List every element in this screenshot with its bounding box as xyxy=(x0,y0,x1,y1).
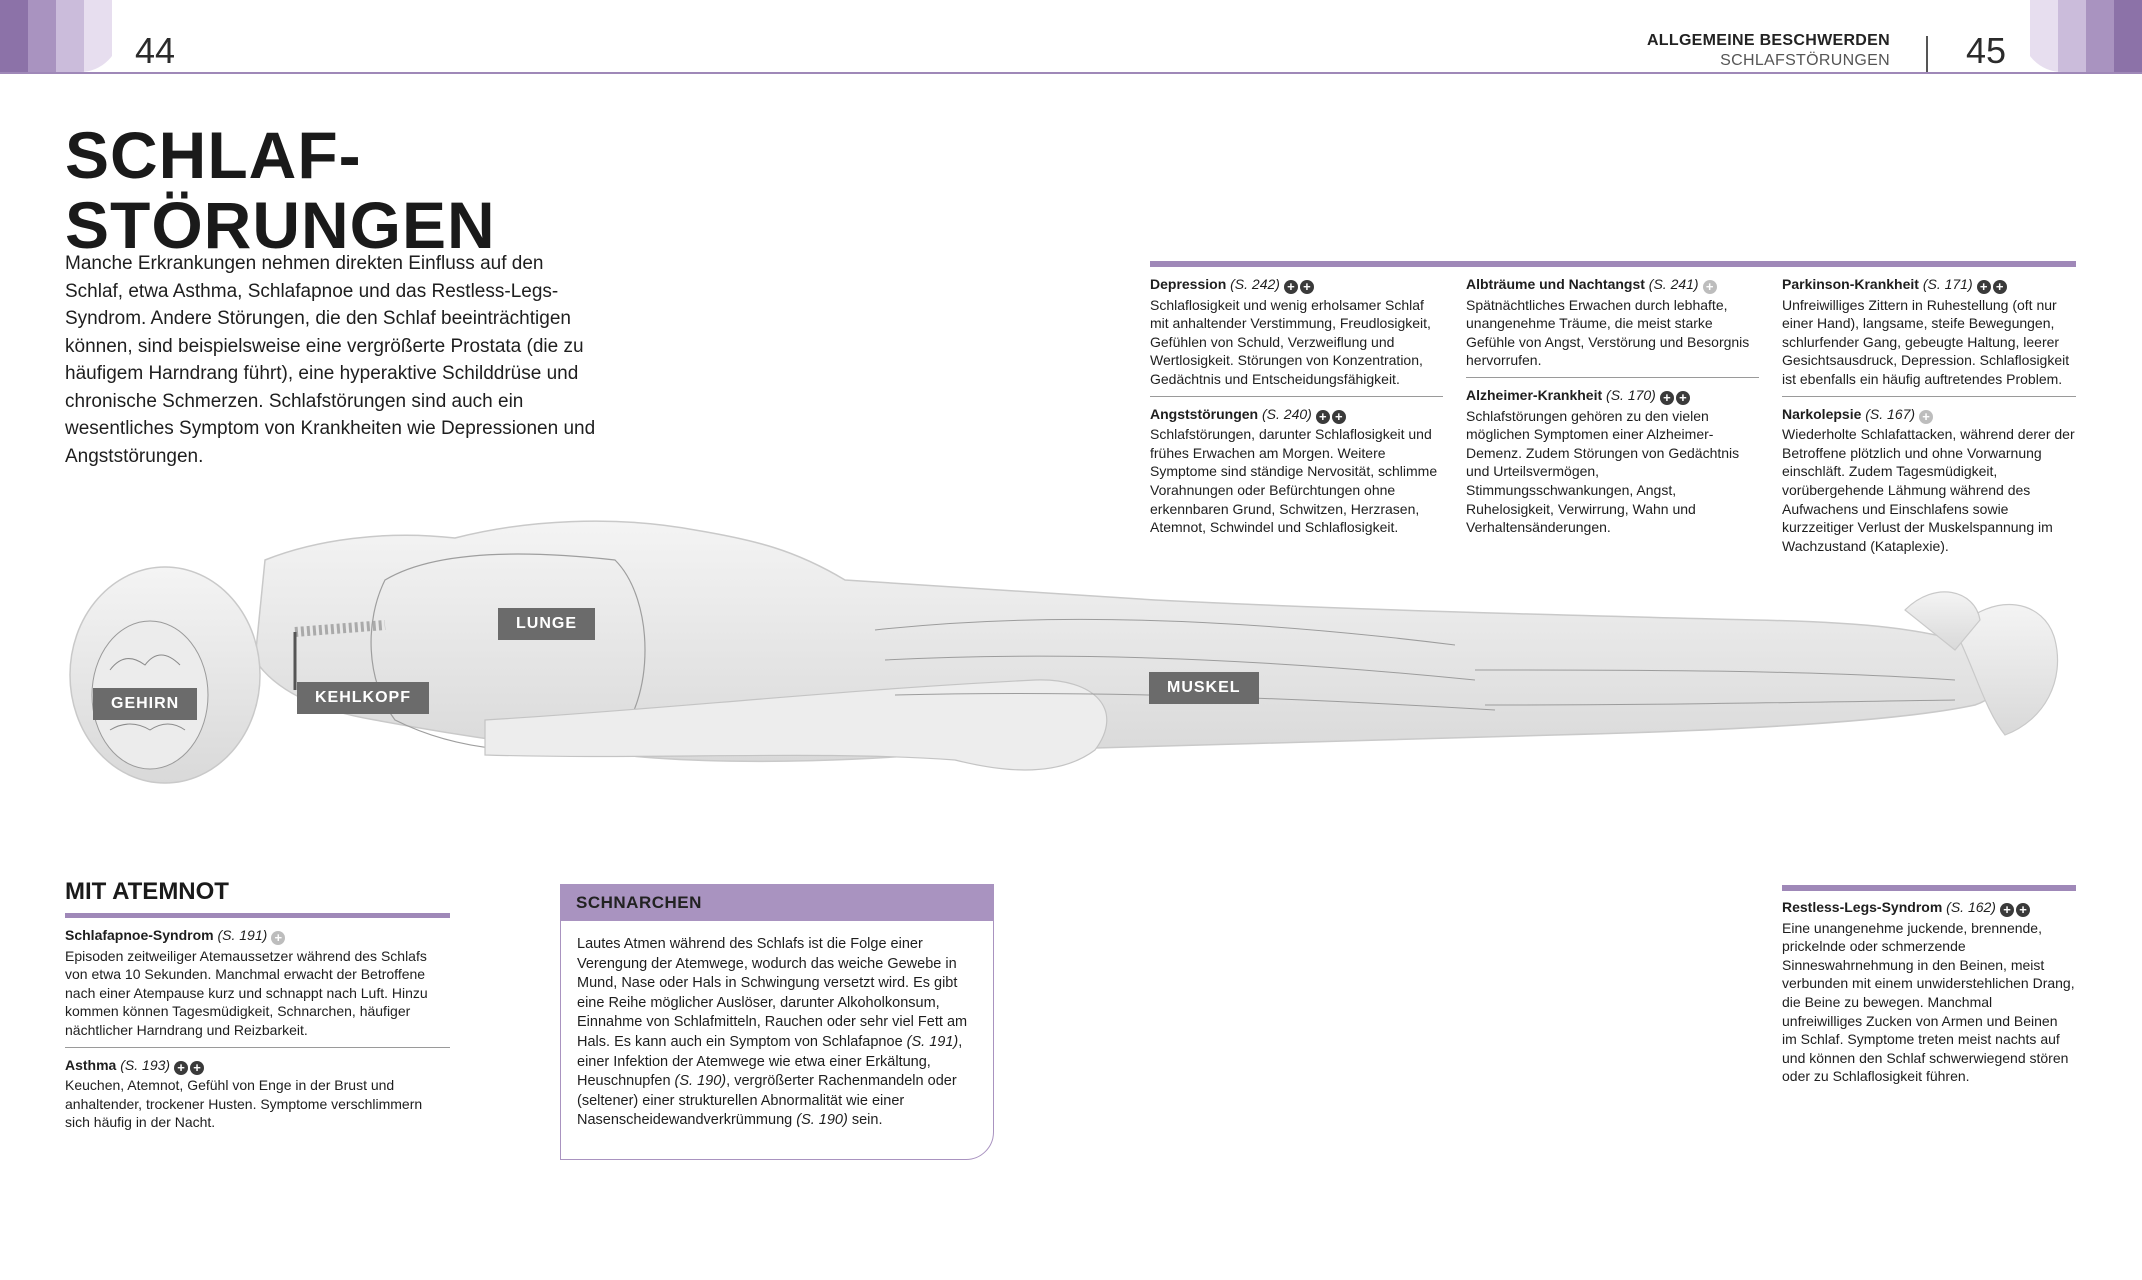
entry-text: Unfreiwilliges Zittern in Ruhestellung (… xyxy=(1782,296,2070,387)
plus-dark-icon: + xyxy=(1675,390,1690,405)
restless-column: Restless-Legs-Syndrom (S. 162)++ Eine un… xyxy=(1782,898,2076,1086)
entry-ref: (S. 191) xyxy=(217,927,268,943)
label-lunge: LUNGE xyxy=(498,608,595,640)
column-1: Depression (S. 242)++ Schlaflosigkeit un… xyxy=(1150,275,1443,537)
conditions-rule xyxy=(1150,261,2076,267)
entry-schlafapnoe: Schlafapnoe-Syndrom (S. 191)+ Episoden z… xyxy=(65,926,450,1040)
entry-name: Asthma xyxy=(65,1056,117,1073)
plus-light-icon: + xyxy=(1702,280,1717,294)
plus-dark-icon: + xyxy=(1315,409,1330,424)
header-rule xyxy=(0,72,2142,74)
plus-dark-icon: + xyxy=(1659,390,1674,405)
entry-ref: (S. 241) xyxy=(1648,276,1699,292)
entry-ref: (S. 170) xyxy=(1606,386,1656,403)
entry-name: Narkolepsie xyxy=(1782,405,1862,422)
entry-name: Depression xyxy=(1150,276,1227,292)
running-subtitle: SCHLAFSTÖRUNGEN xyxy=(1720,52,1890,69)
plus-dark-icon: + xyxy=(1331,409,1346,424)
entry-angststoerungen: Angststörungen (S. 240)++ Schlafstörunge… xyxy=(1150,405,1443,537)
entry-text: Wiederholte Schlafattacken, während dere… xyxy=(1782,426,2075,554)
entry-name: Restless-Legs-Syndrom xyxy=(1782,899,1943,915)
page-number-right: 45 xyxy=(1966,30,2007,71)
schnarchen-box: SCHNARCHEN Lautes Atmen während des Schl… xyxy=(560,884,994,1160)
corner-decoration-left xyxy=(0,0,120,72)
plus-dark-icon: + xyxy=(1976,280,1991,294)
severity-marks: + xyxy=(1702,277,1719,296)
plus-dark-icon: + xyxy=(1992,280,2007,294)
entry-name: Angststörungen xyxy=(1150,405,1259,422)
entry-separator xyxy=(1150,395,1443,397)
column-3: Parkinson-Krankheit (S. 171)++ Unfreiwil… xyxy=(1782,275,2076,555)
plus-dark-icon: + xyxy=(190,1060,205,1075)
entry-text: Keuchen, Atemnot, Gefühl von Enge in der… xyxy=(65,1077,423,1131)
human-body-figure xyxy=(69,520,2059,784)
entry-name: Albträume und Nachtangst xyxy=(1466,276,1645,292)
running-head-separator xyxy=(1926,36,1928,72)
entry-depression: Depression (S. 242)++ Schlaflosigkeit un… xyxy=(1150,275,1443,389)
body-illustration: GEHIRN KEHLKOPF LUNGE MUSKEL xyxy=(55,520,2085,820)
plus-light-icon: + xyxy=(271,931,286,945)
running-head: ALLGEMEINE BESCHWERDEN SCHLAFSTÖRUNGEN xyxy=(1647,32,1890,70)
entry-ref: (S. 167) xyxy=(1865,405,1916,422)
entry-separator xyxy=(65,1046,450,1048)
entry-ref: (S. 242) xyxy=(1230,276,1280,292)
entry-separator xyxy=(1466,376,1759,378)
entry-alzheimer: Alzheimer-Krankheit (S. 170)++ Schlafstö… xyxy=(1466,386,1759,537)
entry-albtraeume: Albträume und Nachtangst (S. 241)+ Spätn… xyxy=(1466,275,1759,370)
corner-decoration-right xyxy=(2022,0,2142,72)
plus-dark-icon: + xyxy=(174,1060,189,1075)
severity-marks: + xyxy=(1919,407,1935,426)
entry-ref: (S. 171) xyxy=(1922,276,1973,292)
plus-dark-icon: + xyxy=(2015,903,2030,917)
entry-text: Schlafstörungen gehören zu den vielen mö… xyxy=(1466,407,1740,536)
severity-marks: ++ xyxy=(1976,277,2009,296)
page-number-left: 44 xyxy=(135,30,176,71)
schnarchen-title: SCHNARCHEN xyxy=(561,885,993,921)
severity-marks: ++ xyxy=(1315,407,1348,426)
entry-separator xyxy=(1782,395,2076,397)
severity-marks: + xyxy=(271,928,287,947)
section-title-atemnot: MIT ATEMNOT xyxy=(65,878,229,905)
severity-marks: ++ xyxy=(174,1058,206,1077)
entry-text: Schlafstörungen, darunter Schlaflosigkei… xyxy=(1150,426,1438,536)
title-line-2: STÖRUNGEN xyxy=(65,188,496,262)
entry-ref: (S. 162) xyxy=(1946,899,1996,915)
entry-text: Schlaflosigkeit und wenig erholsamer Sch… xyxy=(1150,296,1431,387)
entry-name: Alzheimer-Krankheit xyxy=(1466,386,1603,403)
entry-ref: (S. 193) xyxy=(120,1056,171,1073)
label-gehirn: GEHIRN xyxy=(93,688,198,720)
column-2: Albträume und Nachtangst (S. 241)+ Spätn… xyxy=(1466,275,1759,537)
title-line-1: SCHLAF- xyxy=(65,118,362,192)
plus-dark-icon: + xyxy=(1283,280,1298,294)
entry-narkolepsie: Narkolepsie (S. 167)+ Wiederholte Schlaf… xyxy=(1782,405,2076,556)
entry-name: Parkinson-Krankheit xyxy=(1782,276,1919,292)
entry-ref: (S. 240) xyxy=(1262,405,1312,422)
entry-name: Schlafapnoe-Syndrom xyxy=(65,927,214,943)
running-title: ALLGEMEINE BESCHWERDEN xyxy=(1646,32,1890,49)
page-title: SCHLAF- STÖRUNGEN xyxy=(65,120,496,260)
severity-marks: ++ xyxy=(1999,900,2032,919)
entry-parkinson: Parkinson-Krankheit (S. 171)++ Unfreiwil… xyxy=(1782,275,2076,389)
entry-asthma: Asthma (S. 193)++ Keuchen, Atemnot, Gefü… xyxy=(65,1056,450,1132)
restless-rule xyxy=(1782,885,2076,891)
plus-light-icon: + xyxy=(1919,409,1934,424)
entry-text: Episoden zeitweiliger Atemaussetzer währ… xyxy=(65,947,428,1038)
entry-text: Eine unangenehme juckende, brennende, pr… xyxy=(1782,919,2075,1085)
label-kehlkopf: KEHLKOPF xyxy=(297,682,429,714)
label-muskel: MUSKEL xyxy=(1149,672,1259,704)
intro-text: Manche Erkrankungen nehmen direkten Einf… xyxy=(65,253,596,467)
schnarchen-text: Lautes Atmen während des Schlafs ist die… xyxy=(577,936,968,1129)
severity-marks: ++ xyxy=(1659,388,1692,407)
plus-dark-icon: + xyxy=(1999,903,2014,917)
severity-marks: ++ xyxy=(1283,277,1316,296)
plus-dark-icon: + xyxy=(1299,280,1314,294)
atemnot-column: Schlafapnoe-Syndrom (S. 191)+ Episoden z… xyxy=(65,926,450,1132)
entry-text: Spätnächtliches Erwachen durch lebhafte,… xyxy=(1466,296,1750,369)
section-rule-atemnot xyxy=(65,913,450,918)
entry-restless-legs: Restless-Legs-Syndrom (S. 162)++ Eine un… xyxy=(1782,898,2076,1086)
